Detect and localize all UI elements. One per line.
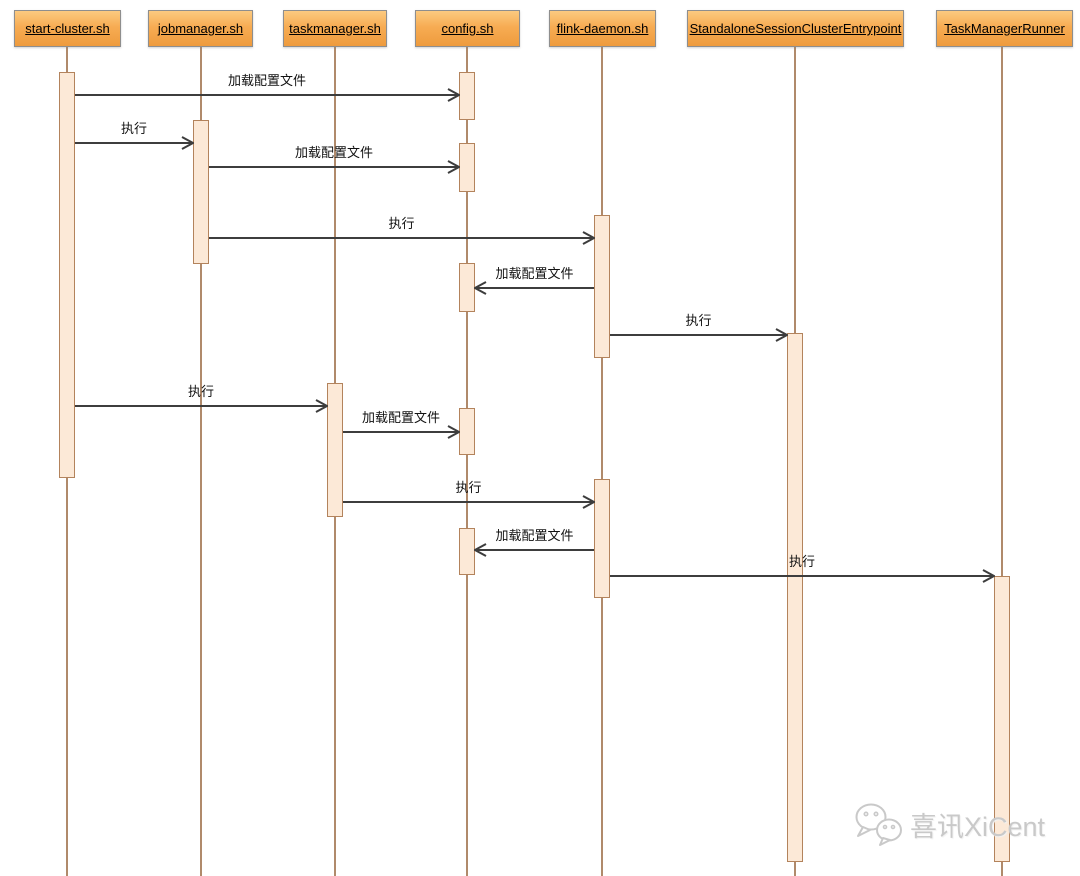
message-label: 加载配置文件 [495,528,574,543]
activation-bar-task-manager-runner [994,576,1010,862]
message-line [343,501,594,503]
message-label: 加载配置文件 [227,73,306,88]
arrowhead-icon [982,569,995,583]
wechat-chat-bubbles-icon [855,803,902,846]
arrowhead-icon [181,136,194,150]
activation-bar-config-sh [459,143,475,192]
message-label: 执行 [788,554,815,569]
message-flink-daemon-sh-to-task-manager-runner: 执行 [610,549,995,583]
message-flink-daemon-sh-to-config-sh: 加载配置文件 [474,523,594,557]
participant-label: taskmanager.sh [289,21,381,36]
message-flink-daemon-sh-to-standalone-session-cluster-entrypoint: 执行 [610,308,788,342]
participant-label: start-cluster.sh [25,21,110,36]
arrowhead-icon [447,88,460,102]
participant-box-start-cluster-sh: start-cluster.sh [14,10,121,47]
lifeline-flink-daemon-sh [601,47,603,876]
message-line [75,142,193,144]
message-label: 执行 [120,121,147,136]
arrowhead-icon [315,399,328,413]
participant-box-taskmanager-sh: taskmanager.sh [283,10,387,47]
activation-bar-flink-daemon-sh [594,215,610,358]
participant-box-standalone-session-cluster-entrypoint: StandaloneSessionClusterEntrypoint [687,10,904,47]
message-line [343,431,459,433]
message-line [475,287,594,289]
message-line [209,237,594,239]
arrowhead-icon [447,425,460,439]
watermark-text: 喜讯XiCent [910,811,1046,842]
message-label: 执行 [685,313,712,328]
participant-box-task-manager-runner: TaskManagerRunner [936,10,1073,47]
message-label: 加载配置文件 [294,145,373,160]
message-label: 执行 [187,384,214,399]
participant-box-config-sh: config.sh [415,10,520,47]
message-line [475,549,594,551]
activation-bar-taskmanager-sh [327,383,343,517]
activation-bar-standalone-session-cluster-entrypoint [787,333,803,862]
activation-bar-config-sh [459,263,475,312]
arrowhead-icon [474,543,487,557]
activation-bar-start-cluster-sh [59,72,75,478]
lifeline-config-sh [466,47,468,876]
activation-bar-config-sh [459,408,475,455]
message-start-cluster-sh-to-config-sh: 加载配置文件 [75,68,460,102]
activation-bar-flink-daemon-sh [594,479,610,598]
participant-label: flink-daemon.sh [556,21,649,36]
message-label: 加载配置文件 [361,410,440,425]
message-jobmanager-sh-to-flink-daemon-sh: 执行 [209,211,595,245]
participant-label: jobmanager.sh [157,21,244,36]
participant-box-jobmanager-sh: jobmanager.sh [148,10,253,47]
participant-label: config.sh [441,21,494,36]
arrowhead-icon [582,231,595,245]
arrowhead-icon [775,328,788,342]
participant-box-flink-daemon-sh: flink-daemon.sh [549,10,656,47]
message-taskmanager-sh-to-flink-daemon-sh: 执行 [343,475,595,509]
message-taskmanager-sh-to-config-sh: 加载配置文件 [343,405,460,439]
message-flink-daemon-sh-to-config-sh: 加载配置文件 [474,261,594,295]
activation-bar-config-sh [459,72,475,120]
participant-label: StandaloneSessionClusterEntrypoint [689,21,902,36]
arrowhead-icon [474,281,487,295]
message-start-cluster-sh-to-jobmanager-sh: 执行 [75,116,194,150]
message-line [75,405,327,407]
message-label: 执行 [388,216,415,231]
message-jobmanager-sh-to-config-sh: 加载配置文件 [209,140,460,174]
message-line [610,575,994,577]
message-label: 执行 [455,480,482,495]
message-line [610,334,787,336]
message-start-cluster-sh-to-taskmanager-sh: 执行 [75,379,328,413]
arrowhead-icon [582,495,595,509]
lifeline-jobmanager-sh [200,47,202,876]
activation-bar-jobmanager-sh [193,120,209,264]
message-line [75,94,459,96]
watermark: 喜讯XiCent [852,800,1045,848]
lifeline-task-manager-runner [1001,47,1003,876]
participant-label: TaskManagerRunner [944,21,1065,36]
message-line [209,166,459,168]
activation-bar-config-sh [459,528,475,575]
arrowhead-icon [447,160,460,174]
message-label: 加载配置文件 [495,266,574,281]
